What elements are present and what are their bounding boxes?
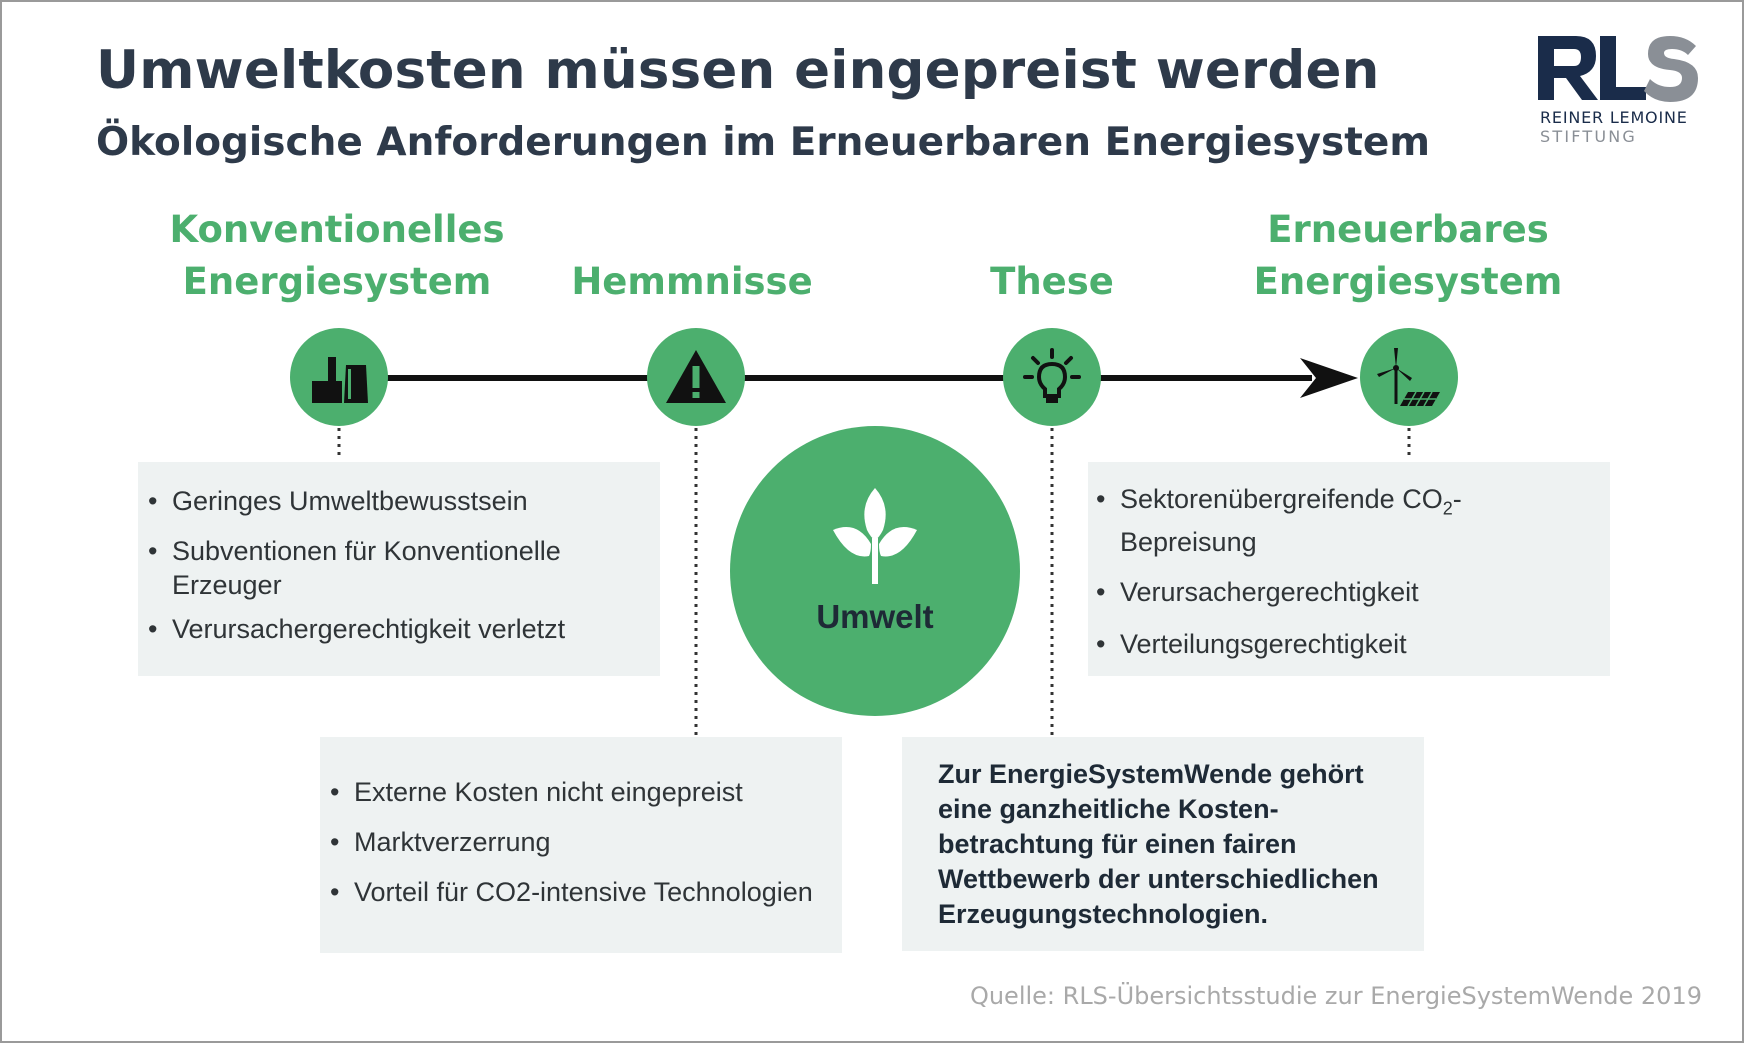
lightbulb-icon [1023,348,1081,403]
thesis-box: Zur EnergieSystemWende gehört eine ganzh… [902,737,1424,951]
center-label: Umwelt [816,598,934,635]
list-item: Subventionen für Konventionelle Erzeuger [144,534,640,602]
renewable-box: Sektorenübergreifende CO2-Bepreisung Ver… [1088,462,1610,676]
node-thesis [1003,328,1101,426]
node-conventional [290,328,388,426]
barriers-box: Externe Kosten nicht eingepreist Marktve… [320,737,842,953]
list-item: Verursachergerechtigkeit [1092,575,1590,609]
stage-label-thesis: These [990,260,1114,303]
center-circle: Umwelt [730,426,1020,716]
stage-label-barriers: Hemmnisse [571,260,813,303]
stage-label-renewable: Erneuerbares Energiesystem [1253,208,1563,303]
warning-icon [666,350,726,403]
list-item: Externe Kosten nicht eingepreist [326,775,822,809]
rls-wordmark [1538,36,1698,102]
list-item: Vorteil für CO2-intensive Technologien [326,875,822,909]
page-subtitle: Ökologische Anforderungen im Erneuerbare… [96,120,1430,165]
node-barriers [647,328,745,426]
logo-text-line2: STIFTUNG [1540,127,1638,146]
source-note: Quelle: RLS-Übersichtsstudie zur Energie… [969,982,1702,1010]
conventional-list: Geringes Umweltbewusstsein Subventionen … [144,484,640,646]
list-item: Verursachergerechtigkeit verletzt [144,612,640,646]
logo-text-line1: REINER LEMOINE [1540,108,1688,127]
list-item: Verteilungsgerechtigkeit [1092,627,1590,661]
barriers-list: Externe Kosten nicht eingepreist Marktve… [326,775,822,909]
list-item: Sektorenübergreifende CO2-Bepreisung [1092,482,1590,559]
factory-icon [312,357,368,403]
stage-label-conventional: Konventionelles Energiesystem [169,208,505,303]
sprout-icon [833,488,917,584]
timeline-arrowhead [1300,358,1358,398]
page-title: Umweltkosten müssen eingepreist werden [96,40,1380,101]
renewable-list: Sektorenübergreifende CO2-Bepreisung Ver… [1092,482,1590,661]
node-renewable [1360,328,1458,426]
wind-solar-icon [1377,348,1440,407]
conventional-box: Geringes Umweltbewusstsein Subventionen … [138,462,660,676]
list-item: Marktverzerrung [326,825,822,859]
rls-logo: REINER LEMOINE STIFTUNG [1538,32,1702,146]
list-item: Geringes Umweltbewusstsein [144,484,640,518]
